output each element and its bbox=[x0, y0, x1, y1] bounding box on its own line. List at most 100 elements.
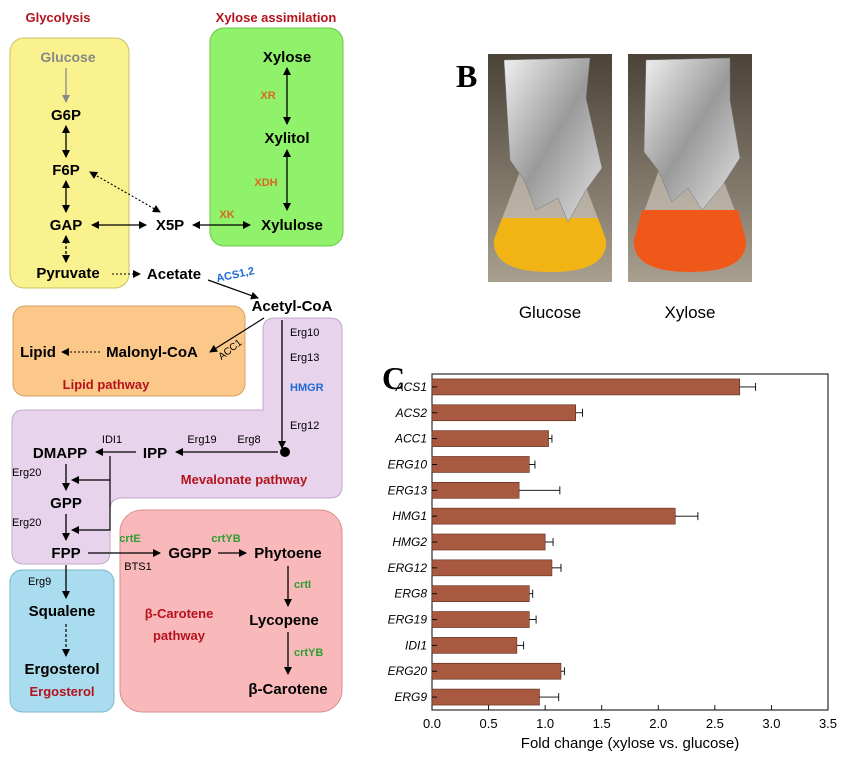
enzyme-xr: XR bbox=[260, 90, 275, 102]
lipid-box bbox=[12, 305, 246, 397]
x-tick-label: 1.0 bbox=[536, 716, 554, 731]
metabolite-bcarotene: β-Carotene bbox=[248, 681, 327, 698]
metabolite-acetate: Acetate bbox=[147, 266, 201, 283]
metabolite-phytoene: Phytoene bbox=[254, 545, 322, 562]
flask-photos: Glucose Xylose bbox=[488, 54, 752, 322]
metabolite-glucose: Glucose bbox=[40, 49, 95, 65]
x-tick-label: 3.0 bbox=[762, 716, 780, 731]
enzyme-erg9: Erg9 bbox=[28, 576, 51, 588]
fold-change-chart: ACS1ACS2ACC1ERG10ERG13HMG1HMG2ERG12ERG8E… bbox=[388, 373, 837, 752]
category-label: ERG19 bbox=[388, 613, 428, 627]
metabolite-acetylcoa: Acetyl-CoA bbox=[252, 298, 333, 315]
bar bbox=[431, 404, 576, 422]
bar bbox=[431, 688, 540, 706]
enzyme-hmgr: HMGR bbox=[290, 382, 324, 394]
bar bbox=[431, 611, 530, 628]
enzyme-erg20b: Erg20 bbox=[12, 517, 41, 529]
enzyme-xk: XK bbox=[219, 209, 234, 221]
category-label: ERG8 bbox=[394, 587, 427, 601]
metabolite-pyruvate: Pyruvate bbox=[36, 265, 99, 282]
enzyme-acs: ACS1,2 bbox=[215, 265, 255, 285]
metabolite-squalene: Squalene bbox=[29, 603, 96, 620]
metabolite-lipid: Lipid bbox=[20, 344, 56, 361]
mevalonate-pathway-label: Mevalonate pathway bbox=[181, 472, 308, 487]
metabolite-f6p: F6P bbox=[52, 162, 80, 179]
enzyme-crti: crtI bbox=[294, 579, 311, 591]
bar bbox=[431, 662, 562, 680]
bar bbox=[431, 430, 549, 447]
arrow-f6p-x5p bbox=[89, 171, 161, 213]
bar bbox=[431, 637, 518, 654]
metabolite-g6p: G6P bbox=[51, 107, 81, 124]
glycolysis-header: Glycolysis bbox=[25, 10, 90, 25]
metabolite-ipp: IPP bbox=[143, 445, 167, 462]
arrow-acetate-acetylcoa bbox=[207, 279, 259, 300]
category-label: IDI1 bbox=[405, 638, 427, 652]
metabolite-ergosterol: Ergosterol bbox=[24, 661, 99, 678]
x-tick-label: 2.5 bbox=[706, 716, 724, 731]
bar bbox=[431, 378, 741, 396]
arrow-ipp-fpp-branch bbox=[71, 480, 111, 534]
metabolite-ggpp: GGPP bbox=[168, 545, 211, 562]
xylose-box bbox=[209, 27, 344, 247]
mevalonate-box bbox=[11, 317, 343, 565]
culture-glucose bbox=[493, 218, 607, 272]
enzyme-erg20a: Erg20 bbox=[12, 467, 41, 479]
foil-xylose bbox=[643, 57, 741, 211]
bar bbox=[431, 481, 520, 499]
enzyme-erg10: Erg10 bbox=[290, 327, 319, 339]
xylose-header: Xylose assimilation bbox=[216, 10, 337, 25]
carotene-pathway-label-2: pathway bbox=[153, 628, 206, 643]
metabolite-gpp: GPP bbox=[50, 495, 82, 512]
x-axis-label: Fold change (xylose vs. glucose) bbox=[521, 735, 739, 752]
metabolite-gap: GAP bbox=[50, 217, 83, 234]
x-tick-label: 1.5 bbox=[593, 716, 611, 731]
enzyme-crte: crtE bbox=[119, 533, 140, 545]
enzyme-erg13: Erg13 bbox=[290, 352, 319, 364]
arrow-acetylcoa-malonylcoa bbox=[209, 317, 265, 353]
enzyme-xdh: XDH bbox=[254, 177, 277, 189]
x-tick-label: 0.5 bbox=[480, 716, 498, 731]
category-label: ERG13 bbox=[388, 483, 428, 497]
metabolite-fpp: FPP bbox=[51, 545, 80, 562]
metabolite-lycopene: Lycopene bbox=[249, 612, 318, 629]
category-label: ACC1 bbox=[394, 432, 427, 446]
carotene-box bbox=[119, 509, 343, 713]
category-label: ERG12 bbox=[388, 561, 428, 575]
bar bbox=[431, 456, 530, 473]
enzyme-erg19: Erg19 bbox=[187, 434, 216, 446]
enzyme-idi1: IDI1 bbox=[102, 434, 122, 446]
category-label: ERG20 bbox=[388, 664, 428, 678]
bar bbox=[431, 533, 546, 551]
mevalonate-node bbox=[280, 447, 290, 457]
category-label: HMG1 bbox=[392, 509, 427, 523]
metabolite-xylose: Xylose bbox=[263, 49, 311, 66]
bar bbox=[431, 585, 530, 603]
enzyme-bts1: BTS1 bbox=[124, 561, 152, 573]
enzyme-crtyb-2: crtYB bbox=[294, 647, 323, 659]
category-label: ERG10 bbox=[388, 457, 428, 471]
foil-glucose bbox=[503, 57, 603, 223]
x-tick-label: 0.0 bbox=[423, 716, 441, 731]
culture-xylose bbox=[633, 210, 747, 272]
category-label: ACS2 bbox=[395, 406, 428, 420]
lipid-pathway-label: Lipid pathway bbox=[63, 377, 150, 392]
metabolite-xylulose: Xylulose bbox=[261, 217, 323, 234]
metabolite-xylitol: Xylitol bbox=[264, 130, 309, 147]
metabolite-x5p: X5P bbox=[156, 217, 184, 234]
metabolite-malonylcoa: Malonyl-CoA bbox=[106, 344, 198, 361]
enzyme-erg12: Erg12 bbox=[290, 420, 319, 432]
pathway-diagram: Glycolysis Xylose assimilation Glucose G… bbox=[9, 10, 344, 713]
label-xylose: Xylose bbox=[664, 303, 715, 322]
panel-c-letter: C bbox=[382, 360, 406, 396]
carotene-pathway-label-1: β-Carotene bbox=[145, 606, 214, 621]
bar bbox=[431, 559, 553, 577]
ergosterol-pathway-label: Ergosterol bbox=[29, 684, 94, 699]
category-label: ACS1 bbox=[395, 380, 427, 394]
x-tick-label: 2.0 bbox=[649, 716, 667, 731]
panel-b: B Glucose Xylose bbox=[440, 40, 770, 340]
label-glucose: Glucose bbox=[519, 303, 581, 322]
ergosterol-box bbox=[9, 569, 115, 713]
bar bbox=[431, 507, 676, 525]
x-tick-label: 3.5 bbox=[819, 716, 837, 731]
